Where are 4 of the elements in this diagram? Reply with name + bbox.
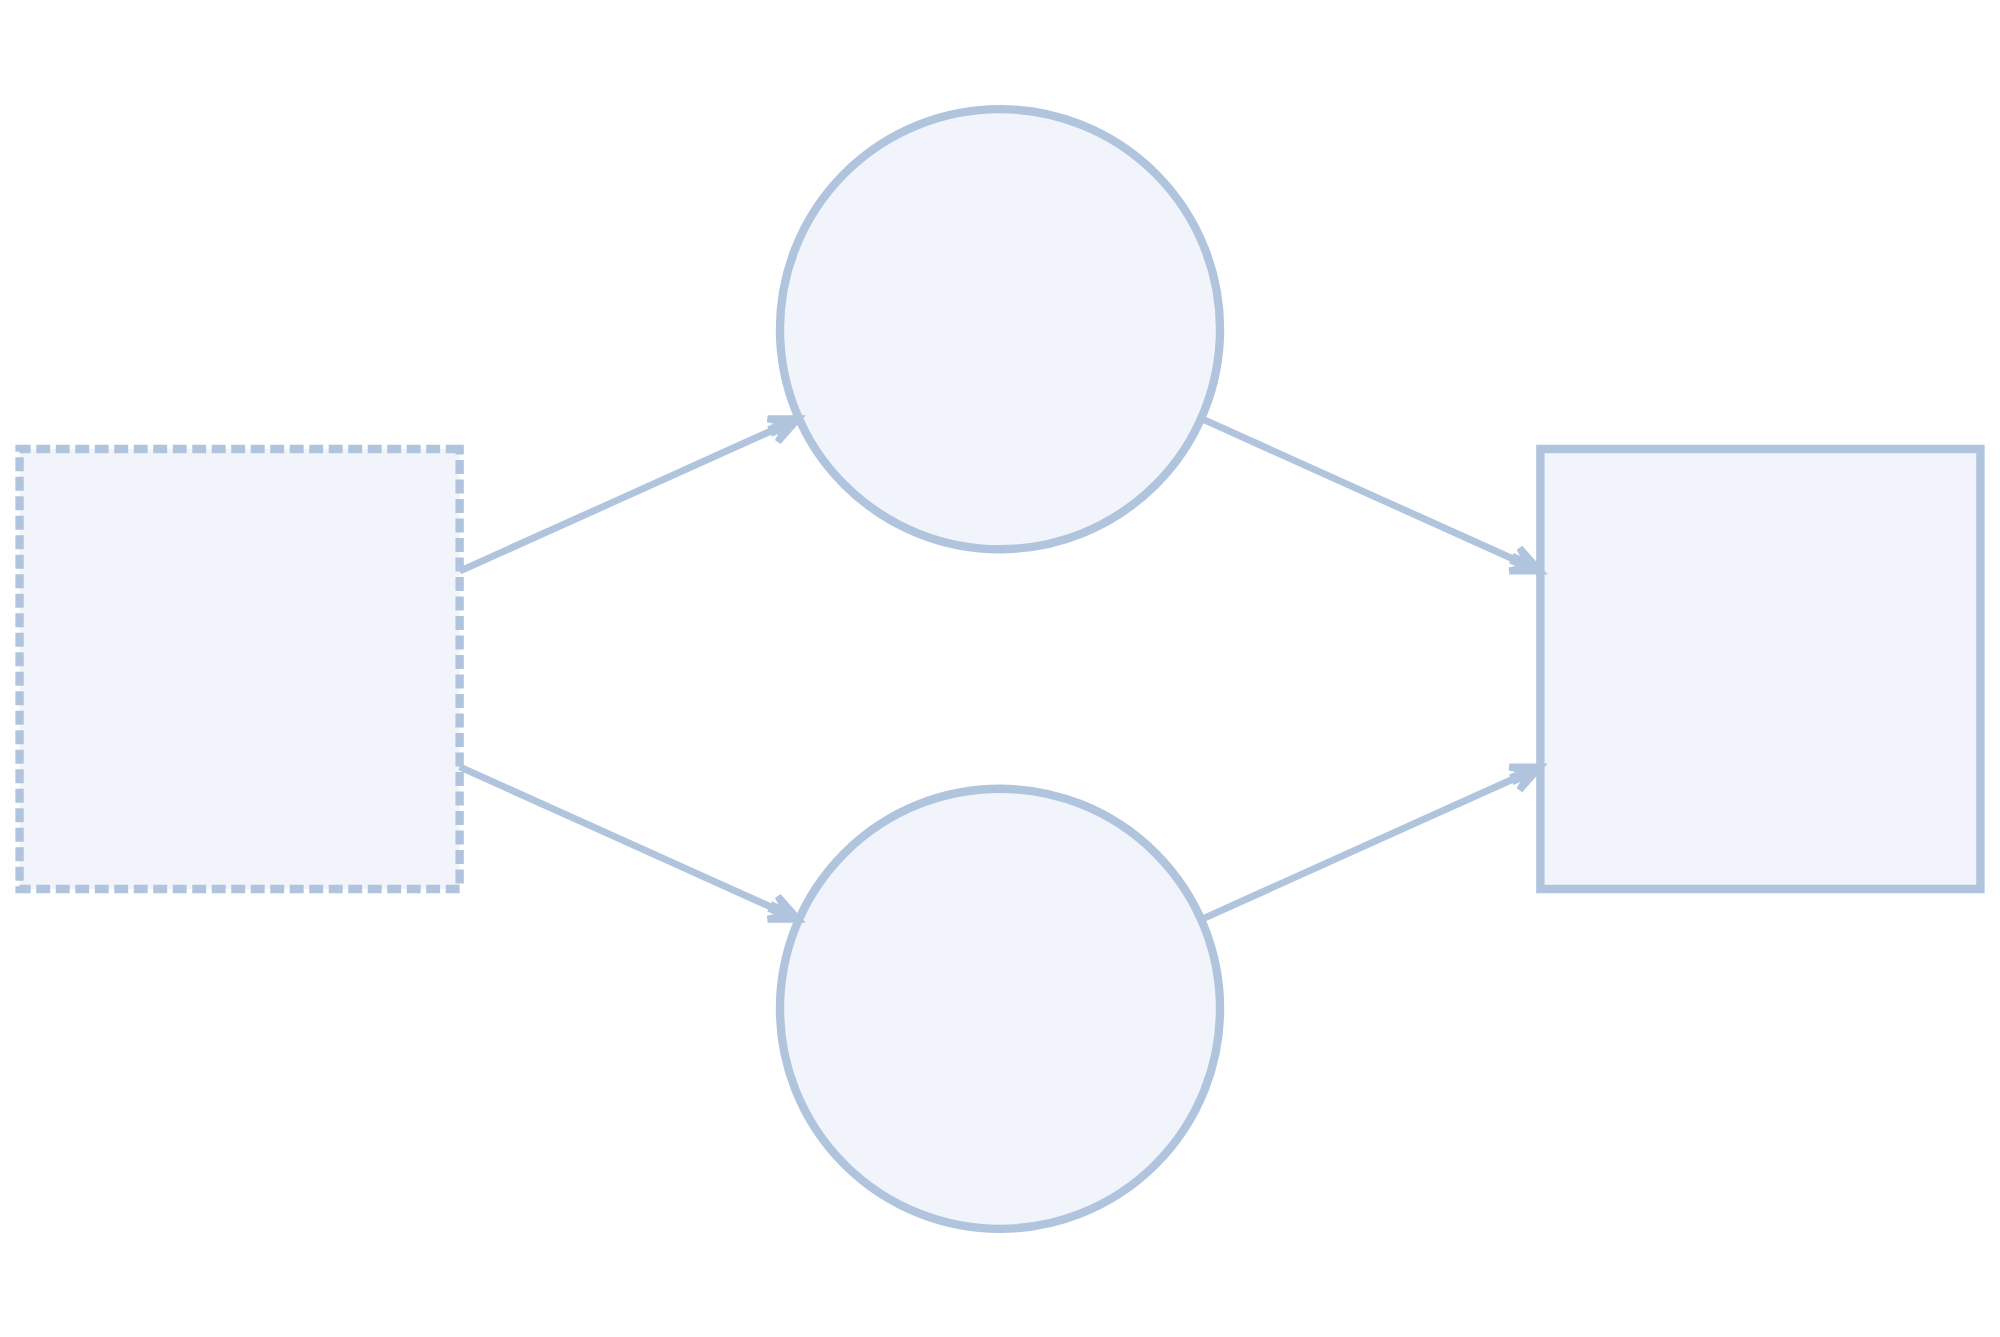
node-circle [775, 784, 1225, 1233]
node-circle [775, 104, 1225, 553]
node-box [15, 444, 464, 893]
node-box [1536, 444, 1985, 893]
